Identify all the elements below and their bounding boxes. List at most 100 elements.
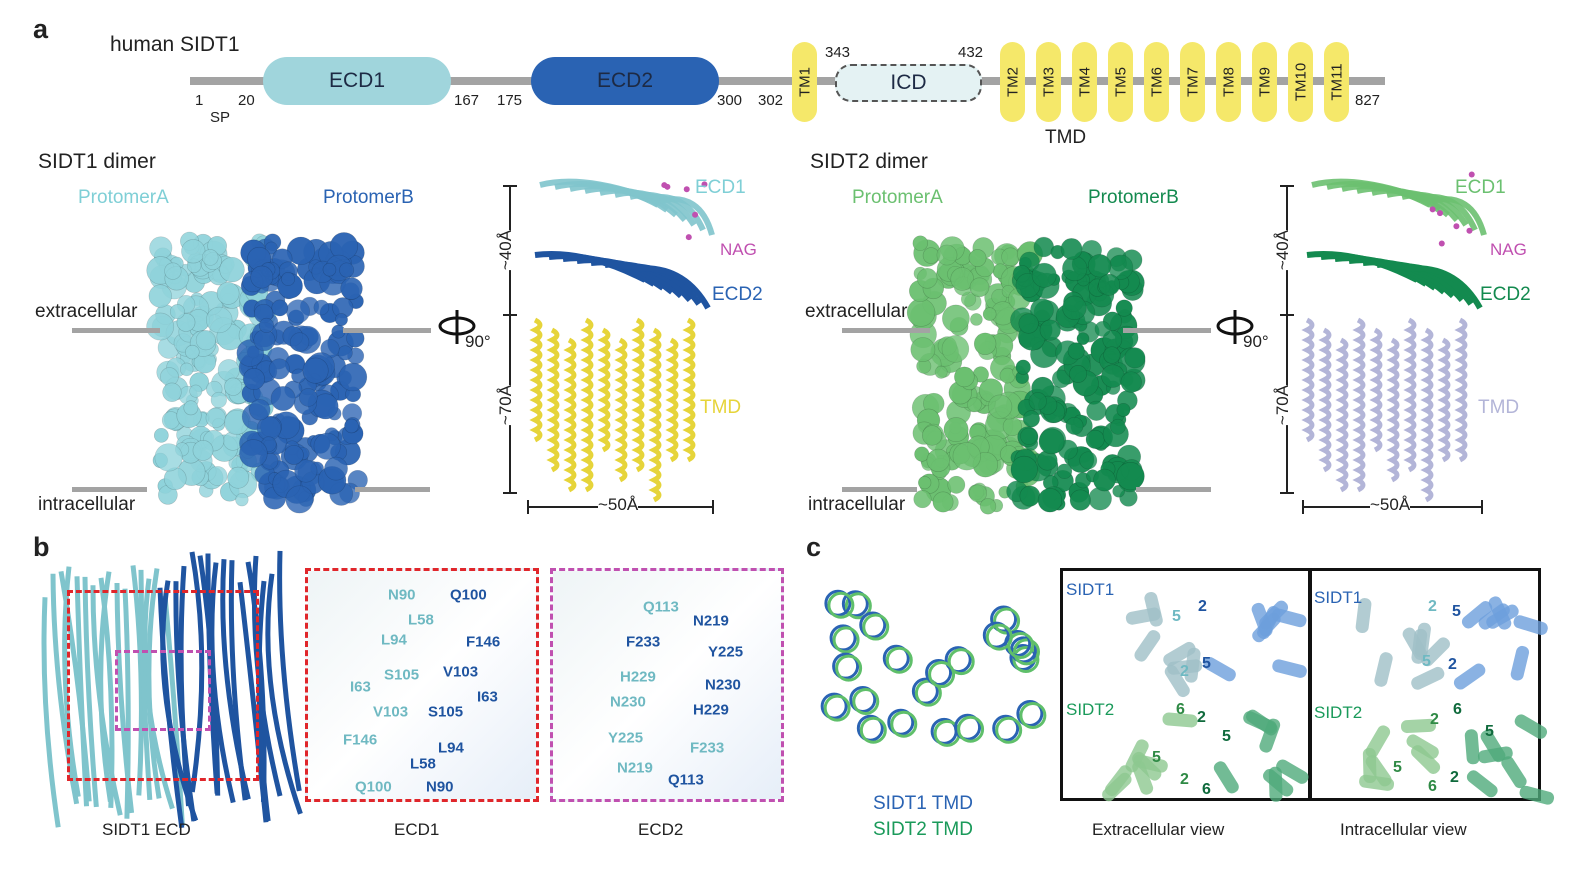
residue-label: F146: [343, 731, 378, 749]
residue-432: 432: [958, 44, 984, 61]
helix-number: 2: [1428, 598, 1437, 615]
sidt1-label: SIDT1: [1314, 588, 1363, 607]
width-label: ~50Å: [1370, 495, 1411, 515]
width-label: ~50Å: [598, 495, 639, 515]
residue-label: L94: [438, 739, 464, 757]
residue-175: 175: [497, 92, 523, 109]
residue-label: V103: [443, 663, 479, 681]
tmd-label: TMD: [1478, 397, 1520, 418]
intracellular-view-box: [1308, 568, 1541, 801]
protomer-b-label: ProtomerB: [1088, 187, 1179, 208]
panel-letter-b: b: [33, 532, 50, 562]
ecd2-interface-box: [115, 650, 211, 731]
nag-label: NAG: [720, 240, 757, 259]
ecd2-label: ECD2: [596, 69, 654, 92]
caption-extracellular-view: Extracellular view: [1092, 820, 1225, 839]
residue-label: N219: [617, 759, 653, 777]
residue-label: Q100: [450, 586, 487, 604]
icd-domain: ICD: [835, 64, 982, 102]
residue-label: I63: [350, 678, 371, 696]
tm1-helix: TM1: [792, 42, 817, 122]
tmd-height-label: ~70Å: [1273, 384, 1294, 426]
residue-343: 343: [825, 44, 851, 61]
residue-label: H229: [693, 701, 729, 719]
residue-label: N230: [705, 676, 741, 694]
residue-label: V103: [373, 703, 409, 721]
sidt1-dimer-title: SIDT1 dimer: [38, 150, 156, 173]
residue-label: Y225: [708, 643, 744, 661]
tm7-helix: TM7: [1180, 42, 1205, 122]
residue-827: 827: [1355, 92, 1381, 109]
tm2-helix: TM2: [1000, 42, 1025, 122]
residue-label: L94: [381, 631, 407, 649]
helix-number: 2: [1448, 656, 1457, 673]
ecd1-interface-box: [67, 590, 259, 781]
legend-sidt1-tmd: SIDT1 TMD: [873, 793, 973, 814]
extracellular-label: extracellular: [35, 301, 138, 322]
tm3-helix: TM3: [1036, 42, 1061, 122]
tm6-helix: TM6: [1144, 42, 1169, 122]
sidt1-ecd-ribbon: [41, 550, 303, 829]
helix-number: 2: [1180, 771, 1189, 788]
tm4-helix: TM4: [1072, 42, 1097, 122]
membrane-line: [842, 328, 930, 333]
ecd-height-label: ~40Å: [1273, 229, 1294, 271]
ecd1-label: ECD1: [328, 69, 386, 92]
residue-label: N219: [693, 612, 729, 630]
intracellular-view-helices: [1355, 596, 1555, 805]
membrane-line: [355, 487, 430, 492]
residue-label: H229: [620, 668, 656, 686]
rotation-label: 90°: [1243, 332, 1269, 351]
signal-peptide-label: SP: [210, 109, 231, 126]
intracellular-label: intracellular: [808, 494, 906, 515]
residue-label: S105: [384, 666, 420, 684]
tm2-label: TM2: [1004, 67, 1021, 97]
legend-sidt2-tmd: SIDT2 TMD: [873, 819, 973, 840]
helix-number: 6: [1428, 778, 1437, 795]
caption-intracellular-view: Intracellular view: [1340, 820, 1467, 839]
rotate-icon: [1216, 310, 1254, 344]
ecd1-domain: ECD1: [263, 57, 451, 105]
extracellular-label: extracellular: [805, 301, 908, 322]
residue-label: L58: [410, 755, 436, 773]
tmd-label: TMD: [1045, 127, 1087, 148]
ecd1-closeup: [305, 568, 539, 802]
ecd1-label: ECD1: [1455, 177, 1506, 198]
residue-label: Q113: [643, 598, 679, 616]
sidt2-label: SIDT2: [1314, 703, 1363, 722]
helix-number: 5: [1393, 759, 1402, 776]
rotate-icon: [438, 310, 476, 344]
tm8-helix: TM8: [1216, 42, 1241, 122]
residue-20: 20: [238, 92, 255, 109]
sidt2-dimer-title: SIDT2 dimer: [810, 150, 928, 173]
panel-letter-c: c: [806, 532, 822, 562]
tm4-label: TM4: [1076, 67, 1093, 97]
helix-number: 2: [1450, 769, 1459, 786]
membrane-line: [72, 328, 160, 333]
tm11-label: TM11: [1328, 63, 1345, 101]
helix-number: 2: [1430, 711, 1439, 728]
ecd-height-label: ~40Å: [496, 229, 517, 271]
panel-letter-a: a: [33, 14, 49, 44]
tm6-label: TM6: [1148, 67, 1165, 97]
tm3-label: TM3: [1040, 67, 1057, 97]
protomer-b-label: ProtomerB: [323, 187, 414, 208]
caption-sidt1-ecd: SIDT1 ECD: [102, 820, 191, 839]
ecd2-label: ECD2: [1480, 284, 1531, 305]
tm9-helix: TM9: [1252, 42, 1277, 122]
membrane-line: [842, 487, 917, 492]
helix-number: 5: [1485, 723, 1494, 740]
residue-167: 167: [454, 92, 480, 109]
caption-ecd1: ECD1: [394, 820, 440, 839]
residue-label: I63: [477, 688, 498, 706]
sidt1-density-map: [146, 231, 368, 514]
residue-label: L58: [408, 611, 434, 629]
membrane-line: [72, 487, 147, 492]
rotation-label: 90°: [465, 332, 491, 351]
residue-label: F146: [466, 633, 501, 651]
helix-number: 6: [1453, 701, 1462, 718]
nag-label: NAG: [1490, 240, 1527, 259]
helix-number: 2: [1197, 709, 1206, 726]
tmd-height-label: ~70Å: [496, 384, 517, 426]
tm11-helix: TM11: [1324, 42, 1349, 122]
